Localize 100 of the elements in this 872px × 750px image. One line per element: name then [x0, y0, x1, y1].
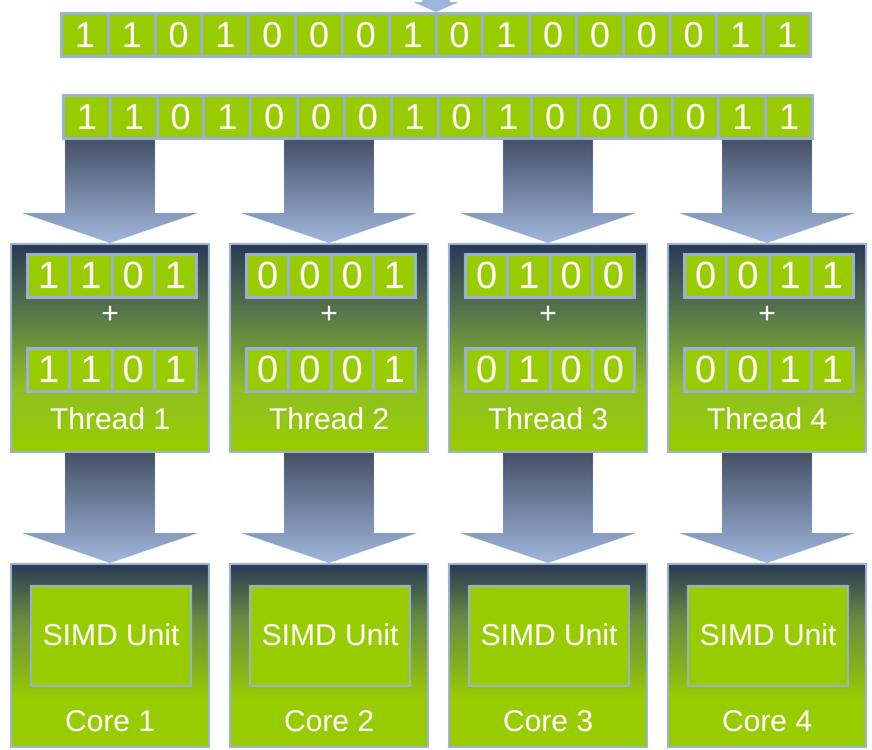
bit-cell: 0	[290, 350, 330, 390]
bit-cell: 1	[812, 256, 852, 296]
bit-cell: 0	[624, 15, 669, 55]
bit-cell: 0	[248, 256, 288, 296]
thread-label: Thread 4	[706, 403, 828, 437]
bit-register	[464, 253, 636, 299]
bit-cell: 0	[250, 15, 294, 55]
bit-cell: 0	[578, 15, 622, 55]
bit-cell: 1	[390, 15, 434, 55]
bit-cell: 1	[71, 350, 110, 390]
bit-cell: 0	[533, 97, 577, 137]
bit-cell: 0	[290, 256, 330, 296]
plus-sign: +	[757, 297, 777, 331]
thread-panel	[448, 243, 648, 453]
simd-unit-box: SIMD Unit	[30, 585, 192, 687]
bit-register	[683, 253, 855, 299]
block-arrow	[241, 453, 417, 563]
bit-cell: 0	[346, 97, 390, 137]
bit-cell: 1	[770, 350, 810, 390]
block-arrow	[22, 140, 198, 243]
bit-cell: 1	[484, 15, 528, 55]
bit-cell: 1	[374, 350, 414, 390]
bit-cell: 0	[248, 350, 288, 390]
simd-unit-box: SIMD Unit	[468, 585, 630, 687]
thread-panel	[10, 243, 210, 453]
bit-cell: 1	[509, 256, 548, 296]
core-label: Core 3	[502, 705, 594, 739]
block-arrow	[413, 0, 459, 12]
bit-cell: 0	[686, 350, 726, 390]
bit-cell: 1	[205, 97, 250, 137]
bit-cell: 0	[467, 256, 506, 296]
bit-cell: 1	[718, 15, 762, 55]
bit-cell: 1	[509, 350, 548, 390]
bit-register	[683, 347, 855, 393]
bit-cell: 1	[29, 350, 68, 390]
thread-label: Thread 1	[48, 403, 172, 437]
core-label: Core 2	[282, 705, 376, 739]
bit-cell: 1	[63, 15, 107, 55]
thread-panel	[667, 243, 867, 453]
bit-cell: 1	[65, 97, 109, 137]
simd-unit-box: SIMD Unit	[687, 585, 849, 687]
bit-cell: 0	[552, 256, 591, 296]
core-panel	[10, 563, 210, 748]
bit-cell: 1	[392, 97, 436, 137]
core-label: Core 1	[64, 705, 156, 739]
thread-label: Thread 2	[268, 403, 390, 437]
block-arrow	[679, 453, 855, 563]
bit-cell: 0	[156, 15, 200, 55]
bit-register	[26, 347, 198, 393]
bit-cell: 0	[344, 15, 388, 55]
simd-unit-box: SIMD Unit	[249, 585, 411, 687]
core-panel	[229, 563, 429, 748]
block-arrow	[460, 453, 636, 563]
bit-cell: 1	[486, 97, 530, 137]
bit-cell: 1	[71, 256, 110, 296]
thread-panel	[229, 243, 429, 453]
bit-cell: 1	[770, 256, 810, 296]
plus-sign: +	[538, 297, 558, 331]
bit-cell: 1	[156, 350, 195, 390]
block-arrow	[679, 140, 855, 243]
bit-cell: 0	[674, 97, 718, 137]
bit-register	[26, 253, 198, 299]
bit-cell: 0	[438, 15, 482, 55]
bit-cell: 1	[812, 350, 852, 390]
block-arrow	[241, 140, 417, 243]
bit-cell: 1	[374, 256, 414, 296]
core-label: Core 4	[720, 705, 814, 739]
bit-cell: 0	[332, 256, 372, 296]
bit-cell: 1	[203, 15, 248, 55]
thread-label: Thread 3	[486, 403, 610, 437]
bit-register	[245, 253, 417, 299]
plus-sign: +	[100, 297, 120, 331]
bit-cell: 0	[728, 256, 768, 296]
bit-cell: 0	[114, 256, 153, 296]
bit-cell: 0	[686, 256, 726, 296]
bit-cell: 1	[110, 15, 154, 55]
bit-register	[245, 347, 417, 393]
bit-cell: 0	[297, 15, 341, 55]
bit-cell: 0	[580, 97, 624, 137]
bit-cell: 0	[114, 350, 153, 390]
bit-register	[62, 94, 814, 140]
bit-cell: 0	[594, 256, 633, 296]
bit-cell: 1	[767, 97, 811, 137]
bit-cell: 0	[531, 15, 575, 55]
block-arrow	[22, 453, 198, 563]
bit-cell: 0	[552, 350, 591, 390]
bit-register	[60, 12, 812, 58]
bit-cell: 0	[332, 350, 372, 390]
bit-cell: 0	[158, 97, 202, 137]
bit-cell: 0	[728, 350, 768, 390]
bit-cell: 0	[467, 350, 506, 390]
bit-cell: 1	[156, 256, 195, 296]
bit-cell: 0	[626, 97, 671, 137]
plus-sign: +	[319, 297, 339, 331]
bit-register	[464, 347, 636, 393]
block-arrow	[460, 140, 636, 243]
bit-cell: 1	[720, 97, 764, 137]
bit-cell: 0	[299, 97, 343, 137]
bit-cell: 0	[594, 350, 633, 390]
bit-cell: 1	[765, 15, 809, 55]
